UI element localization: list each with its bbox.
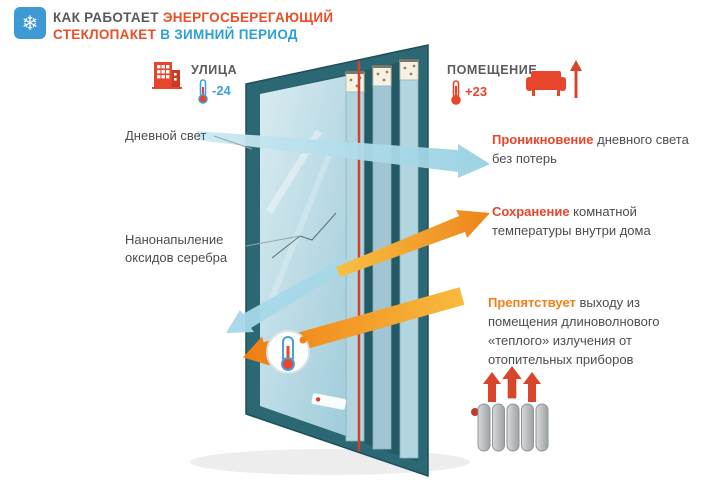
benefit-daylight-highlight: Проникновение [492,132,594,147]
glass-pane-edges [345,59,419,459]
benefit-radiation-text: выходу из помещения длиноволнового «тепл… [488,295,660,367]
heat-rise-arrows [483,366,541,402]
room-temperature: +23 [465,84,488,99]
street-label: УЛИЦА [191,63,238,77]
window-thermometer-badge [266,330,310,374]
callout-daylight: Дневной свет [125,128,207,143]
title-line-2: СТЕКЛОПАКЕТ В ЗИМНИЙ ПЕРИОД [53,26,333,43]
benefit-temperature-highlight: Сохранение [492,204,570,219]
title-part-blue: В ЗИМНИЙ ПЕРИОД [160,27,298,42]
callout-coating: Нанонапыление оксидов серебра [125,232,228,265]
room-thermometer-icon [449,80,463,105]
street-thermometer-icon [196,79,210,104]
title-part-dark: КАК РАБОТАЕТ [53,10,159,25]
benefit-daylight-text: дневного света без потерь [492,132,689,166]
benefit-radiation-highlight: Препятствует [488,295,576,310]
snowflake-icon: ❄ [14,7,46,39]
page-title: КАК РАБОТАЕТ ЭНЕРГОСБЕРЕГАЮЩИЙ СТЕКЛОПАК… [53,9,333,43]
title-part-red1: ЭНЕРГОСБЕРЕГАЮЩИЙ [162,10,334,25]
frame-logo [311,393,347,410]
room-label: ПОМЕЩЕНИЕ [447,63,538,77]
sofa-icon [525,71,567,97]
daylight-inner-arrow [226,257,351,333]
benefit-temperature-text: комнатной температуры внутри дома [492,204,651,238]
coating-mark [271,212,337,259]
title-line-1: КАК РАБОТАЕТ ЭНЕРГОСБЕРЕГАЮЩИЙ [53,9,333,26]
benefit-temperature: Сохранение комнатной температуры внутри … [492,202,702,240]
building-icon [152,60,182,90]
room-heat-up-arrow-icon [569,60,583,98]
radiator-icon [471,403,549,452]
title-part-red2: СТЕКЛОПАКЕТ [53,27,157,42]
street-temperature: -24 [212,83,231,98]
benefit-radiation: Препятствует выходу из помещения длиново… [488,293,700,369]
heat-reflect-arrow [336,210,490,277]
benefit-daylight: Проникновение дневного света без потерь [492,130,697,168]
front-glass [260,76,346,436]
daylight-arrow [197,131,490,178]
leader-lines [213,135,301,247]
